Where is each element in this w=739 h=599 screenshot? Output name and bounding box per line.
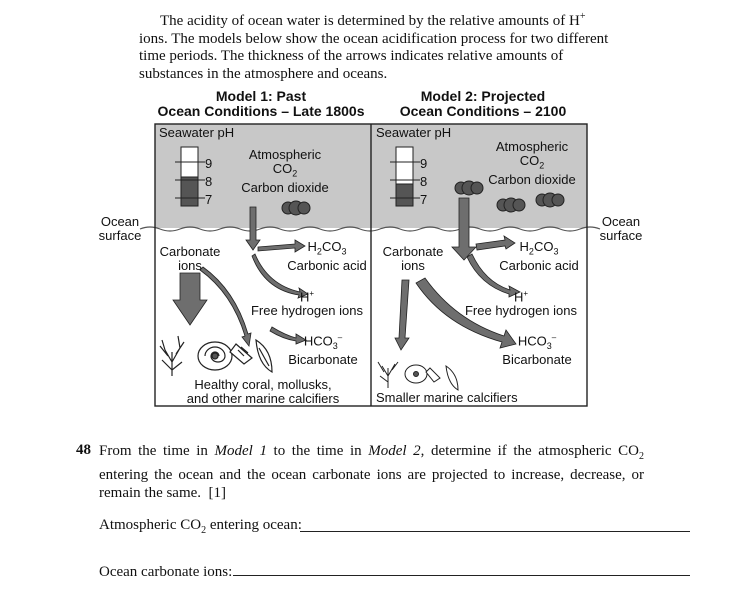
- co2-molecule-icon: [281, 200, 311, 216]
- co2-molecule-icon: [454, 180, 484, 196]
- snail-shell-icon: [229, 343, 253, 365]
- model2-atmospheric-co2-label: Atmospheric CO2 Carbon dioxide: [488, 139, 576, 187]
- intro-text-2: The models below show the ocean acidific…: [139, 30, 609, 82]
- model1-bicarbonate-label: HCO3– Bicarbonate: [288, 333, 358, 367]
- mussel-shell-icon-small: [445, 364, 459, 391]
- model1-seawater-ph-label: Seawater pH: [159, 125, 235, 140]
- nautilus-shell-icon-small: [404, 364, 428, 384]
- model1-ph-scale: [175, 146, 205, 207]
- snail-shell-icon-small: [425, 367, 441, 383]
- model2-ph-scale: [390, 146, 420, 207]
- model2-h2co3-label: H2CO3 Carbonic acid: [499, 239, 579, 273]
- coral-icon: [159, 335, 185, 376]
- co2-molecule-icon: [496, 197, 526, 213]
- ocean-surface-label-left: Ocean surface: [98, 214, 142, 243]
- h-plus-sup: +: [579, 11, 586, 22]
- model1-hydrogen-ions-label: H+ Free hydrogen ions: [250, 289, 363, 319]
- model2-hydrogen-ions-label: H+ Free hydrogen ions: [464, 289, 577, 319]
- model2-ph-tick-labels: 9 8 7: [420, 156, 428, 207]
- model1-caption: Healthy coral, mollusks, and other marin…: [186, 377, 340, 406]
- atmospheric-co2-answer-label: Atmospheric CO2 entering ocean:: [99, 517, 302, 536]
- model2-arrows: [394, 197, 521, 351]
- intro-paragraph: The acidity of ocean water is determined…: [139, 8, 609, 83]
- model1-carbonate-ions-label: Carbonate ions: [159, 244, 221, 273]
- model2-caption: Smaller marine calcifiers: [376, 390, 518, 405]
- model2-seawater-ph-label: Seawater pH: [376, 125, 452, 140]
- model1-atmospheric-co2-label: Atmospheric CO2 Carbon dioxide: [241, 147, 329, 195]
- model2-bicarbonate-label: HCO3– Bicarbonate: [502, 333, 572, 367]
- model2-carbonate-ions-label: Carbonate ions: [382, 244, 444, 273]
- model1-arrows: [172, 206, 309, 347]
- question-number: 48: [76, 442, 91, 458]
- intro-text-1-end: ions.: [139, 30, 168, 47]
- intro-text-1: The acidity of ocean water is determined…: [160, 13, 580, 29]
- atmospheric-co2-answer-line[interactable]: [300, 531, 690, 532]
- model2-title: Model 2: Projected Ocean Conditions – 21…: [399, 88, 567, 119]
- ocean-surface-label-right: Ocean surface: [599, 214, 643, 243]
- mussel-shell-icon: [255, 338, 273, 374]
- co2-molecule-icon: [535, 192, 565, 208]
- nautilus-shell-icon: [197, 341, 233, 371]
- question-text: From the time in Model 1 to the time in …: [99, 443, 644, 501]
- model1-ph-tick-labels: 9 8 7: [205, 156, 213, 207]
- model1-h2co3-label: H2CO3 Carbonic acid: [287, 239, 367, 273]
- coral-icon-small: [377, 361, 399, 388]
- carbonate-ions-answer-label: Ocean carbonate ions:: [99, 564, 233, 580]
- ocean-surface-line: [139, 226, 601, 232]
- model1-title: Model 1: Past Ocean Conditions – Late 18…: [157, 88, 365, 119]
- carbonate-ions-answer-line[interactable]: [233, 575, 690, 576]
